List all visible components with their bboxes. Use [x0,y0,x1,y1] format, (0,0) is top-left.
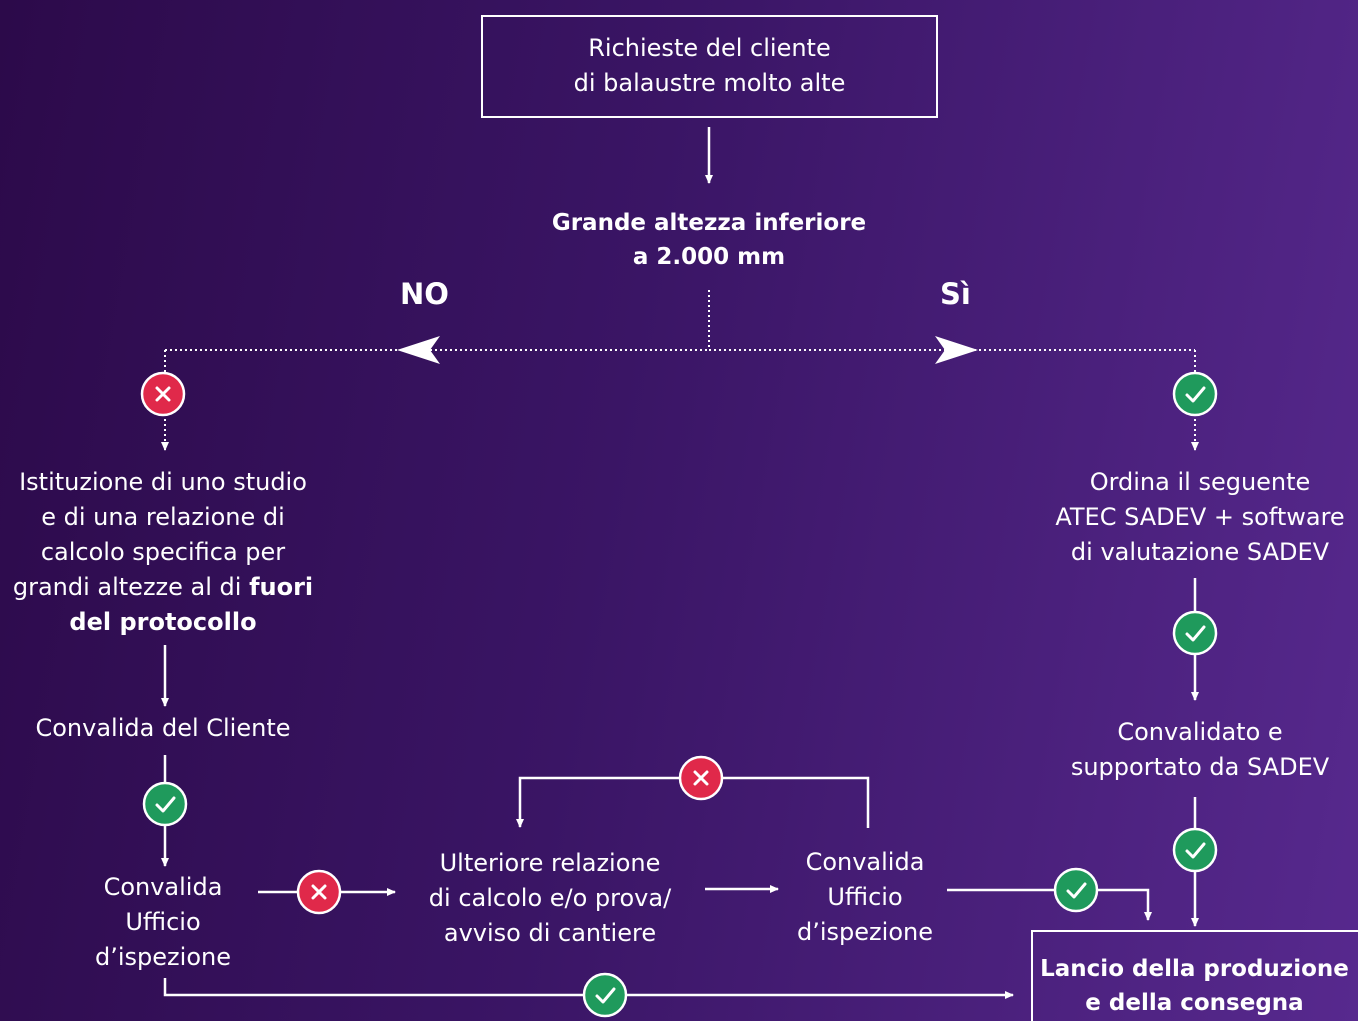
inspection-left-line: Convalida [103,873,223,901]
validated-node: Convalidato e supportato da SADEV [1042,715,1358,785]
validated-line: Convalidato e [1117,718,1283,746]
inspection-mid-line: Convalida [805,848,925,876]
study-line-bold: fuori [249,573,314,601]
inspection-left-line: Ufficio [125,908,201,936]
further-report-line: Ulteriore relazione [439,849,661,877]
launch-line: e della consegna [1085,990,1304,1016]
further-report-line: di calcolo e/o prova/ [428,884,672,912]
study-line: e di una relazione di [41,503,285,531]
decision-line: Grande altezza inferiore [551,210,867,236]
further-report-node: Ulteriore relazione di calcolo e/o prova… [400,846,700,951]
study-line: grandi altezze al di fuori [0,570,326,605]
check-badge-icon [1172,827,1218,873]
start-node [481,15,938,118]
check-badge-icon [1172,610,1218,656]
branch-no-label: NO [400,277,449,311]
inspection-mid-node: Convalida Ufficio d’ispezione [770,845,960,950]
branch-yes-label: Sì [940,277,971,311]
connector-inspection-mid-launch [947,888,1152,921]
arrowhead-yes [935,336,978,364]
inspection-left-line: d’ispezione [95,943,231,971]
inspection-mid-line: Ufficio [827,883,903,911]
check-badge-icon [582,972,628,1018]
inspection-left-node: Convalida Ufficio d’ispezione [63,870,263,975]
decision-line: a 2.000 mm [632,244,786,270]
inspection-mid-line: d’ispezione [797,918,933,946]
study-line-bold: del protocollo [69,608,257,636]
cross-badge-icon [678,755,724,801]
order-line: Ordina il seguente [1089,468,1311,496]
further-report-line: avviso di cantiere [443,919,657,947]
study-line-text: grandi altezze al di [12,573,250,601]
validated-line: supportato da SADEV [1070,753,1330,781]
cross-badge-icon [140,371,186,417]
study-node: Istituzione di uno studio e di una relaz… [0,465,326,640]
check-badge-icon [1172,371,1218,417]
client-validation-node: Convalida del Cliente [35,714,291,742]
start-node-line: Richieste del cliente [588,34,831,62]
launch-line: Lancio della produzione [1040,956,1349,982]
decision-node: Grande altezza inferiore a 2.000 mm [459,206,959,274]
check-badge-icon [142,781,188,827]
study-line: Istituzione di uno studio [19,468,307,496]
launch-node [1031,930,1358,1021]
connector-bottom-direct [163,978,1014,999]
start-node-line: di balaustre molto alte [573,69,846,97]
start-node-label: Richieste del cliente di balaustre molto… [481,31,938,101]
order-line: ATEC SADEV + software [1055,503,1345,531]
arrowhead-no [397,336,440,364]
order-line: di valutazione SADEV [1070,538,1330,566]
check-badge-icon [1053,867,1099,913]
study-line: calcolo specifica per [40,538,286,566]
launch-node-label: Lancio della produzione e della consegna [1031,952,1358,1020]
cross-badge-icon [296,869,342,915]
order-node: Ordina il seguente ATEC SADEV + software… [1042,465,1358,570]
